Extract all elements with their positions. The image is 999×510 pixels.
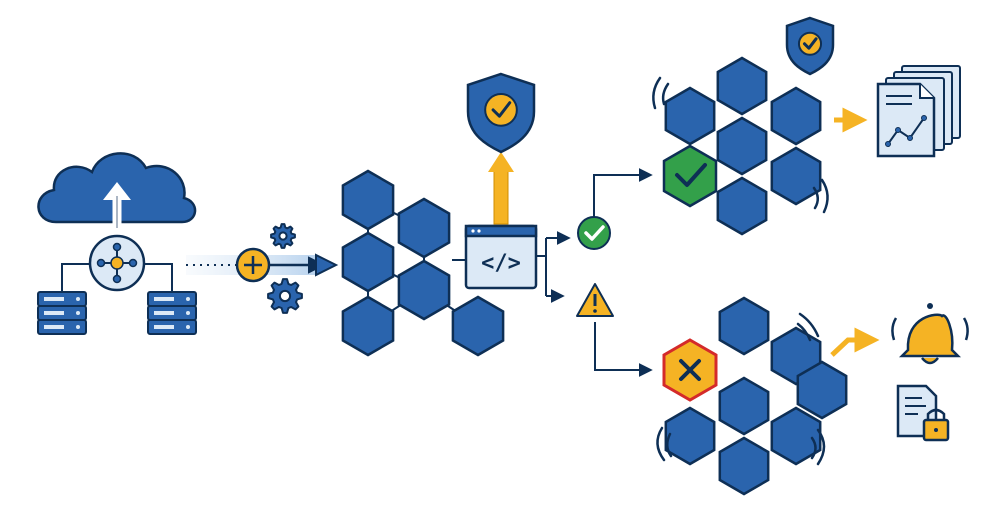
vibration-marks: [656, 312, 826, 466]
ingest-flow: [186, 223, 339, 314]
cluster-node: [770, 406, 822, 466]
cluster-node: [451, 295, 505, 357]
cluster-node: [664, 86, 716, 146]
code-window-icon: </>: [464, 224, 538, 290]
code-glyph: </>: [481, 251, 521, 276]
warning-triangle-icon: [576, 283, 614, 317]
cluster-node: [716, 116, 768, 176]
cluster-node: [341, 295, 395, 357]
bell-alert-icon: [891, 303, 969, 365]
gear-icon: [267, 278, 303, 314]
gear-icon: [270, 223, 296, 249]
failure-branch: [576, 283, 969, 496]
processor-group: </>: [452, 72, 571, 303]
cluster-node: [716, 176, 768, 236]
server-icon: [37, 291, 87, 335]
hub-connector: [61, 263, 173, 292]
failure-connector: [594, 322, 653, 377]
cluster-node: [796, 360, 848, 420]
server-icon: [147, 291, 197, 335]
hexagon-x-icon: [662, 338, 718, 402]
cluster-node: [718, 296, 770, 356]
report-documents-icon: [876, 65, 961, 158]
cluster-node: [770, 146, 822, 206]
locked-document-icon: [896, 384, 950, 442]
vibration-marks: [652, 76, 829, 214]
branch-connector: [536, 238, 547, 296]
cluster-node: [664, 406, 716, 466]
center-cluster: [341, 169, 505, 357]
cluster-node: [770, 86, 822, 146]
cluster-node: [341, 169, 395, 231]
success-branch: [577, 16, 961, 250]
cluster-node: [397, 259, 451, 321]
cluster-node: [718, 376, 770, 436]
shield-check-icon: [466, 72, 536, 154]
hexagon-check-icon: [662, 144, 718, 208]
cluster-node: [716, 56, 768, 116]
cluster-node: [341, 231, 395, 293]
cluster-links: [367, 199, 479, 327]
plus-circle-icon: [235, 247, 271, 283]
network-hub-icon: [88, 234, 146, 292]
source-group: [37, 152, 197, 335]
cluster-node: [397, 197, 451, 259]
cloud-upload-icon: [37, 152, 197, 228]
shield-check-icon: [785, 16, 835, 76]
success-connector: [593, 168, 653, 217]
check-circle-icon: [577, 216, 611, 250]
cluster-node: [718, 436, 770, 496]
